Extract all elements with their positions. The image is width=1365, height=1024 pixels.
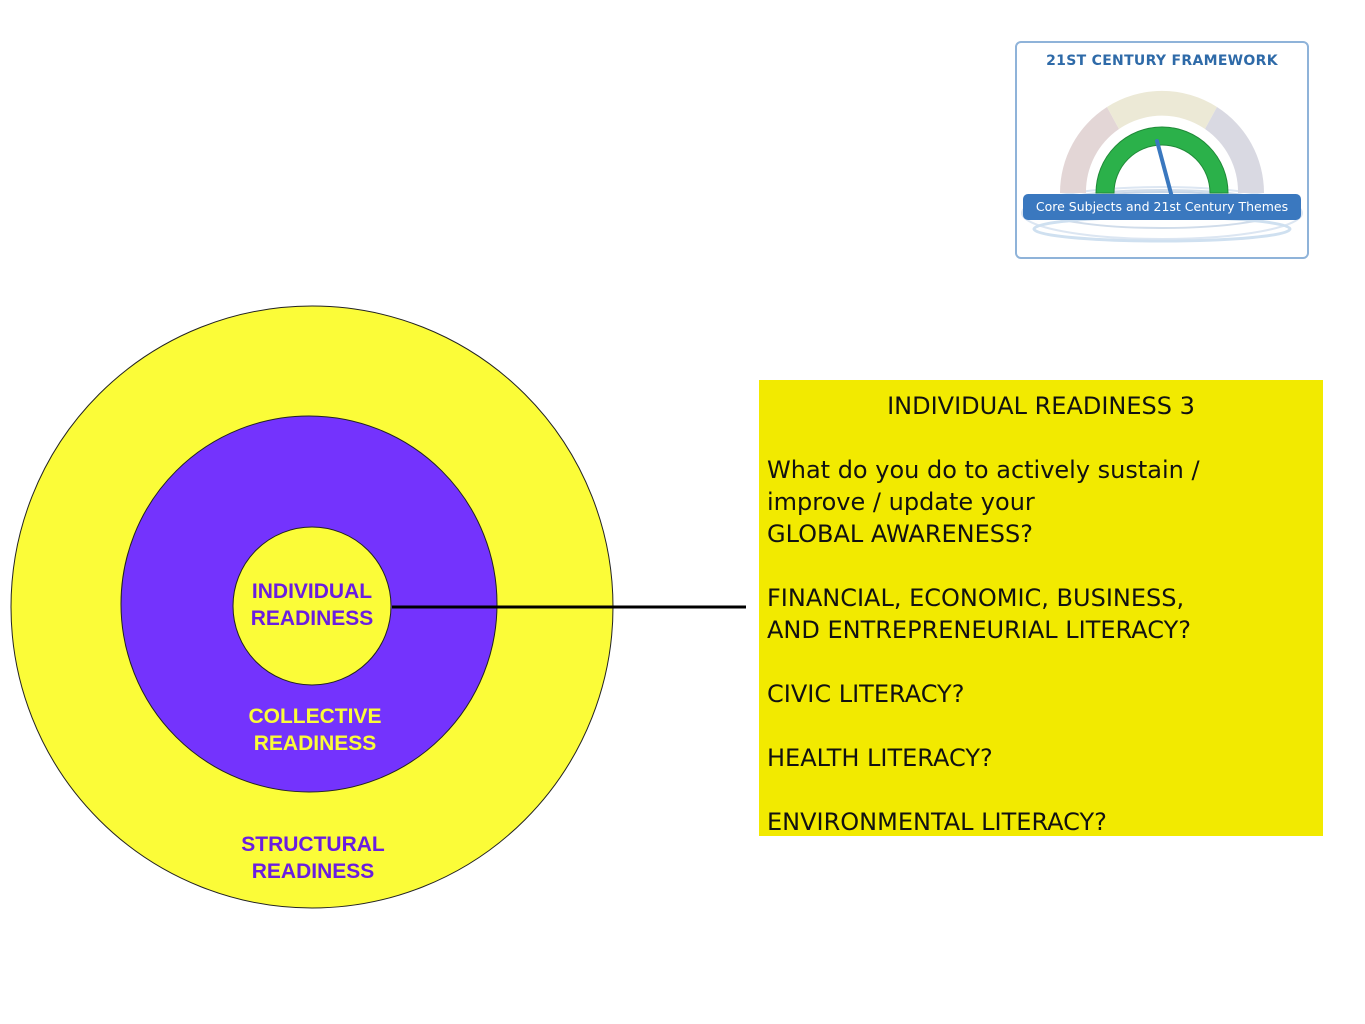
- inner-circle-individual: [232, 526, 392, 686]
- rainbow-arch-icon: [1021, 90, 1303, 243]
- prompt-line: GLOBAL AWARENESS?: [767, 520, 1033, 548]
- item-environmental: ENVIRONMENTAL LITERACY?: [767, 808, 1107, 836]
- label-line: READINESS: [250, 607, 374, 630]
- individual-readiness-label: INDIVIDUAL READINESS: [232, 578, 392, 632]
- logo-title: 21ST CENTURY FRAMEWORK: [1046, 53, 1278, 69]
- collective-readiness-label: COLLECTIVE READINESS: [230, 703, 400, 757]
- item-financial: FINANCIAL, ECONOMIC, BUSINESS,: [767, 584, 1185, 612]
- item-health: HEALTH LITERACY?: [767, 744, 993, 772]
- question-box: INDIVIDUAL READINESS 3 What do you do to…: [759, 380, 1323, 836]
- item-financial: AND ENTREPRENEURIAL LITERACY?: [767, 616, 1191, 644]
- label-line: INDIVIDUAL: [251, 580, 373, 603]
- item-civic: CIVIC LITERACY?: [767, 680, 965, 708]
- prompt-line: improve / update your: [767, 488, 1035, 516]
- label-line: COLLECTIVE: [248, 705, 382, 728]
- label-line: READINESS: [251, 860, 375, 883]
- framework-logo: 21ST CENTURY FRAMEWORK Core Subjects and…: [1015, 41, 1309, 259]
- label-line: READINESS: [253, 732, 377, 755]
- question-title: INDIVIDUAL READINESS 3: [887, 392, 1195, 420]
- logo-banner: Core Subjects and 21st Century Themes: [1023, 194, 1301, 220]
- prompt-line: What do you do to actively sustain /: [767, 456, 1200, 484]
- structural-readiness-label: STRUCTURAL READINESS: [228, 831, 398, 885]
- label-line: STRUCTURAL: [241, 833, 385, 856]
